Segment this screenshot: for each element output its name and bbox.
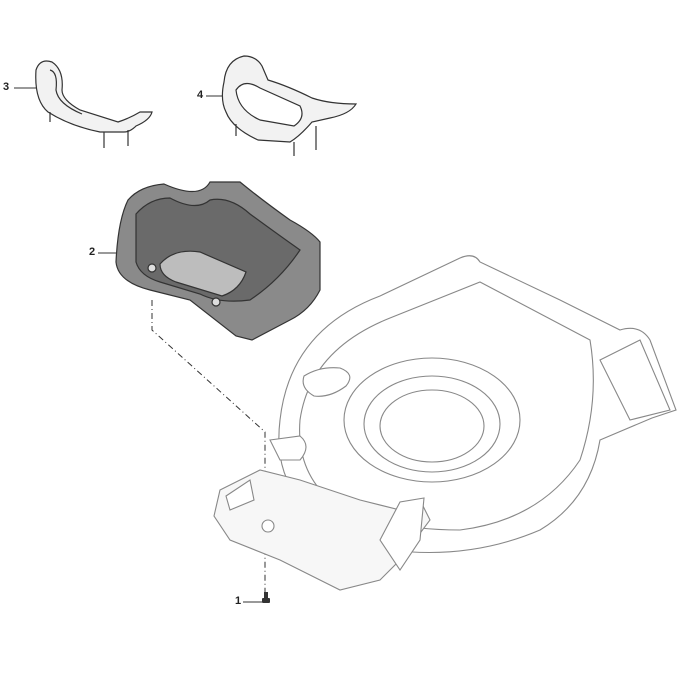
leader-lines [14,87,262,603]
callout-1: 1 [235,595,242,607]
mower-deck[interactable] [213,255,677,591]
assembly-line [151,300,266,598]
part-1-screw[interactable] [262,592,270,603]
part-3-handle-bracket[interactable] [35,60,153,148]
part-2-deflector-housing[interactable] [115,181,321,341]
callout-4: 4 [197,89,204,101]
callout-3: 3 [3,81,10,93]
part-4-handle-bracket[interactable] [221,55,358,156]
callout-2: 2 [89,246,96,258]
